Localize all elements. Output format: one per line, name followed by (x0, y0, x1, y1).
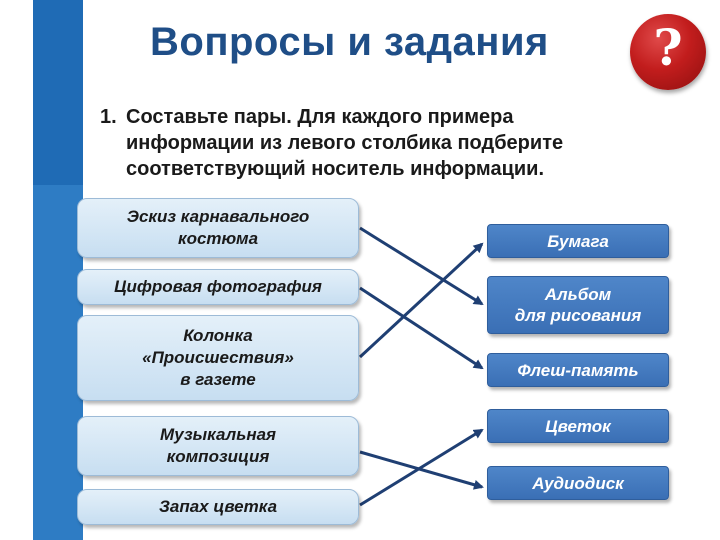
carrier-text: Бумага (547, 231, 609, 251)
example-text: Эскиз карнавального (126, 207, 310, 226)
arrow-sketch-to-album (359, 226, 484, 306)
example-text: костюма (177, 229, 259, 248)
task-number: 1. (100, 106, 117, 128)
carrier-text: для рисования (514, 306, 642, 325)
example-newspaper-column[interactable]: Колонка «Происшествия» в газете (77, 315, 359, 401)
help-symbol: ? (653, 18, 683, 77)
arrow-column-to-paper (358, 242, 484, 359)
example-text: Музыкальная (159, 425, 277, 444)
arrow-smell-to-flower (359, 428, 484, 507)
example-text: Колонка (183, 326, 253, 345)
carrier-paper[interactable]: Бумага (487, 224, 669, 258)
task-line-3: соответствующий носитель информации. (126, 158, 545, 180)
carrier-text: Цветок (545, 416, 611, 436)
carrier-text: Альбом (544, 285, 612, 304)
task-text: 1. Составьте пары. Для каждого примера ин… (100, 104, 670, 182)
example-text: в газете (180, 370, 256, 389)
task-line-1: Составьте пары. Для каждого примера (126, 106, 514, 128)
carrier-text: Аудиодиск (532, 473, 624, 493)
example-text: Запах цветка (158, 497, 278, 516)
arrow-music-to-audiodisk (359, 450, 484, 490)
side-accent-bar-top (33, 0, 83, 185)
arrow-photo-to-flash (359, 286, 484, 370)
carrier-flower[interactable]: Цветок (487, 409, 669, 443)
example-text: «Происшествия» (142, 348, 294, 367)
example-music[interactable]: Музыкальная композиция (77, 416, 359, 476)
example-text: Цифровая фотография (114, 277, 322, 296)
carrier-flash-memory[interactable]: Флеш-память (487, 353, 669, 387)
example-text: композиция (166, 447, 270, 466)
page-title: Вопросы и задания (150, 20, 549, 64)
carrier-audiodisk[interactable]: Аудиодиск (487, 466, 669, 500)
example-flower-smell[interactable]: Запах цветка (77, 489, 359, 525)
help-question-icon[interactable]: ? (630, 14, 706, 90)
carrier-album[interactable]: Альбом для рисования (487, 276, 669, 334)
task-line-2: информации из левого столбика подберите (126, 132, 564, 154)
example-sketch[interactable]: Эскиз карнавального костюма (77, 198, 359, 258)
carrier-text: Флеш-память (517, 360, 639, 380)
example-digital-photo[interactable]: Цифровая фотография (77, 269, 359, 305)
